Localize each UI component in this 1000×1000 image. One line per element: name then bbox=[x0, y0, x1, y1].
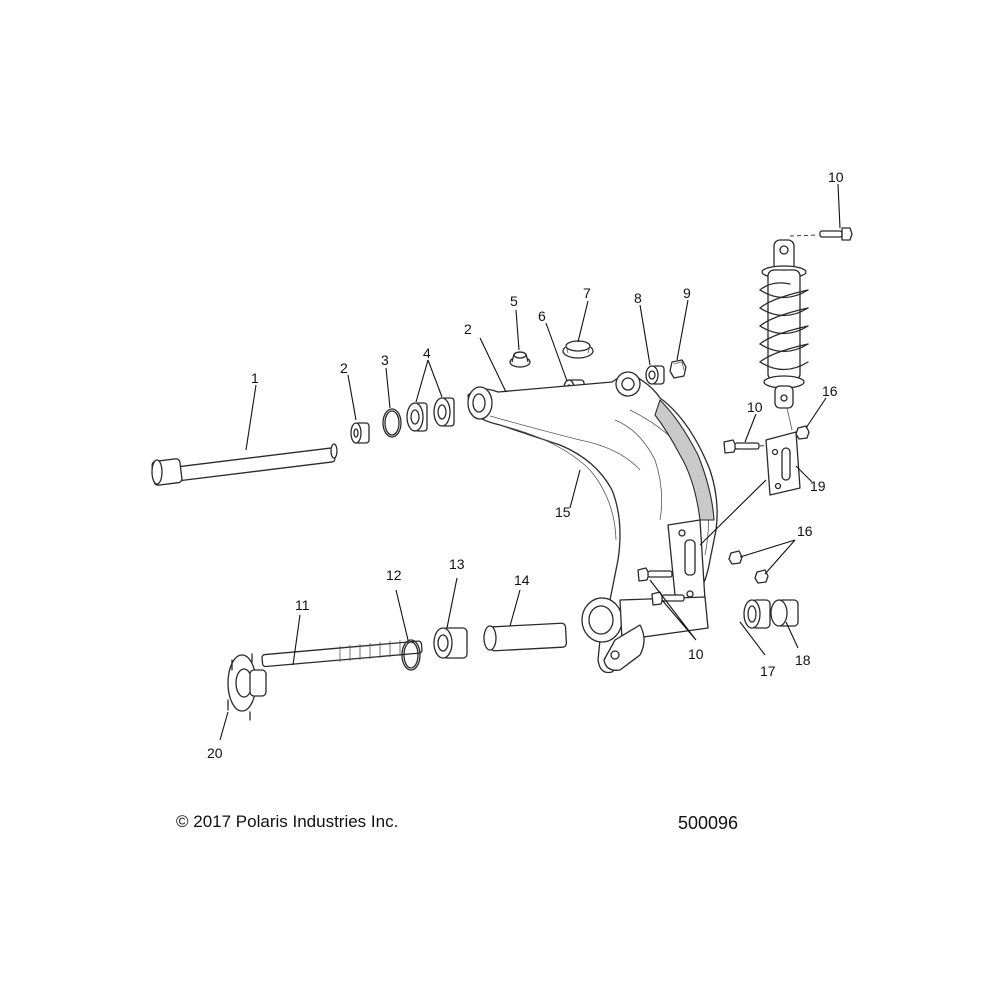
part-3-snap-ring bbox=[382, 408, 402, 438]
callout-20: 20 bbox=[207, 745, 223, 761]
callout-1: 1 bbox=[251, 370, 259, 386]
callout-14: 14 bbox=[514, 572, 530, 588]
callout-2-upper: 2 bbox=[464, 321, 472, 337]
callout-9: 9 bbox=[683, 285, 691, 301]
part-9-nut bbox=[669, 359, 687, 379]
part-10-bolt-mid bbox=[723, 439, 773, 454]
callout-8: 8 bbox=[634, 290, 642, 306]
part-10-bolt-top bbox=[789, 227, 853, 241]
callout-2-left: 2 bbox=[340, 360, 348, 376]
drawing-number: 500096 bbox=[678, 813, 739, 833]
part-17-bearing bbox=[743, 599, 771, 629]
part-16-nut-upper bbox=[795, 425, 810, 440]
callout-7: 7 bbox=[583, 285, 591, 301]
part-4-bearings bbox=[406, 397, 455, 432]
part-10-bolts-lower bbox=[637, 567, 685, 606]
callout-13: 13 bbox=[449, 556, 465, 572]
callout-10-mid: 10 bbox=[747, 399, 763, 415]
part-1-pivot-bolt bbox=[151, 443, 338, 486]
callout-12: 12 bbox=[386, 567, 402, 583]
part-16-nuts-lower bbox=[728, 550, 769, 584]
part-19-bracket bbox=[765, 431, 801, 496]
callout-16-lower: 16 bbox=[797, 523, 813, 539]
callout-4: 4 bbox=[423, 345, 431, 361]
part-14-spacer-tube bbox=[483, 622, 568, 652]
callout-5: 5 bbox=[510, 293, 518, 309]
callout-18: 18 bbox=[795, 652, 811, 668]
callout-labels: 1 2 3 4 2 5 6 7 8 9 10 10 16 19 15 16 10… bbox=[207, 169, 844, 761]
part-5-cap bbox=[509, 351, 531, 368]
part-18-bushing bbox=[770, 599, 799, 627]
callout-11: 11 bbox=[295, 597, 310, 613]
callout-3: 3 bbox=[381, 352, 389, 368]
part-11-axle bbox=[261, 640, 423, 668]
part-7-seal bbox=[562, 340, 594, 359]
callout-15: 15 bbox=[555, 504, 571, 520]
callout-17: 17 bbox=[760, 663, 776, 679]
callout-16-upper: 16 bbox=[822, 383, 838, 399]
leader-lines bbox=[219, 183, 841, 741]
copyright-text: © 2017 Polaris Industries Inc. bbox=[176, 812, 399, 831]
part-8-bearing bbox=[645, 365, 665, 385]
part-13-bearing bbox=[433, 627, 468, 659]
callout-6: 6 bbox=[538, 308, 546, 324]
part-2-spacer-left bbox=[350, 422, 370, 444]
shock-absorber bbox=[759, 239, 809, 431]
part-20-hub bbox=[227, 653, 267, 721]
part-12-snap-ring bbox=[401, 639, 421, 671]
callout-19: 19 bbox=[810, 478, 826, 494]
callout-10-top: 10 bbox=[828, 169, 844, 185]
callout-10-lower: 10 bbox=[688, 646, 704, 662]
